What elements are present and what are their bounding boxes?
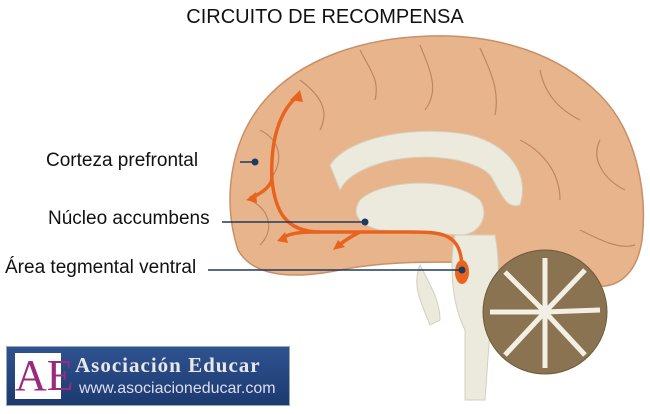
logo-url: www.asociacioneducar.com [79,380,276,397]
logo-name: Asociación Educar [75,353,261,377]
pituitary-region [416,263,441,326]
diagram-title: CIRCUITO DE RECOMPENSA [186,6,464,28]
logo-banner: AE Asociación Educar www.asociacioneduca… [6,346,290,406]
corpus-callosum [329,130,524,207]
thalamus [355,182,485,236]
label-prefrontal-cortex: Corteza prefrontal [46,150,199,171]
logo-mark: AE [15,351,74,400]
label-nucleus-accumbens: Núcleo accumbens [48,208,210,229]
cerebrum [229,35,645,287]
label-ventral-tegmental-area: Área tegmental ventral [5,257,197,278]
